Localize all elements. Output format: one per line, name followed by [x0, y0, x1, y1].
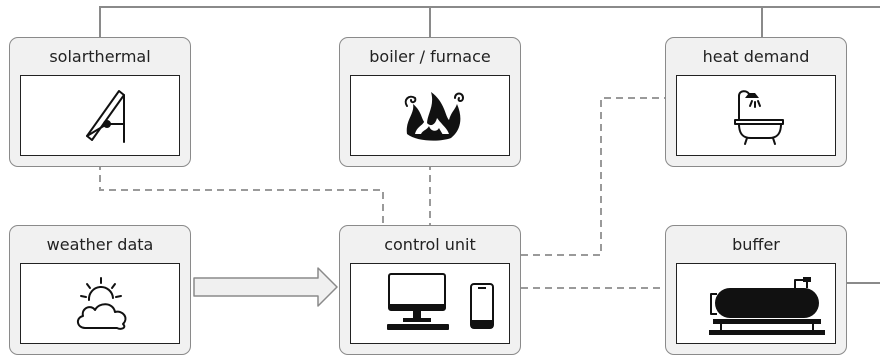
control-unit-node: control unit — [339, 225, 521, 355]
heat-demand-panel — [676, 75, 836, 156]
solarthermal-label: solarthermal — [49, 47, 151, 66]
solar-collector-icon — [86, 90, 125, 143]
weather-data-panel — [20, 263, 180, 344]
heat-demand-label: heat demand — [702, 47, 810, 66]
signal-line-solarthermal — [99, 163, 384, 225]
control-unit-label: control unit — [384, 235, 476, 254]
weather-data-label: weather data — [46, 235, 154, 254]
heat-pipe-top — [99, 6, 880, 37]
boiler-furnace-label: boiler / furnace — [369, 47, 491, 66]
signal-line-heat-demand — [521, 97, 665, 256]
storage-tank-icon — [709, 277, 825, 335]
buffer-node: buffer — [665, 225, 847, 355]
heat-demand-node: heat demand — [665, 37, 847, 167]
buffer-label: buffer — [732, 235, 780, 254]
control-unit-panel — [350, 263, 510, 344]
weather-data-node: weather data — [9, 225, 191, 355]
boiler-furnace-panel — [350, 75, 510, 156]
bathtub-shower-icon — [734, 90, 784, 145]
desktop-and-phone-icon — [387, 273, 494, 330]
sun-behind-cloud-icon — [77, 277, 127, 330]
solarthermal-panel — [20, 75, 180, 156]
flame-icon — [404, 92, 465, 141]
buffer-panel — [676, 263, 836, 344]
data-flow-arrow — [193, 267, 338, 307]
boiler-furnace-node: boiler / furnace — [339, 37, 521, 167]
solarthermal-node: solarthermal — [9, 37, 191, 167]
